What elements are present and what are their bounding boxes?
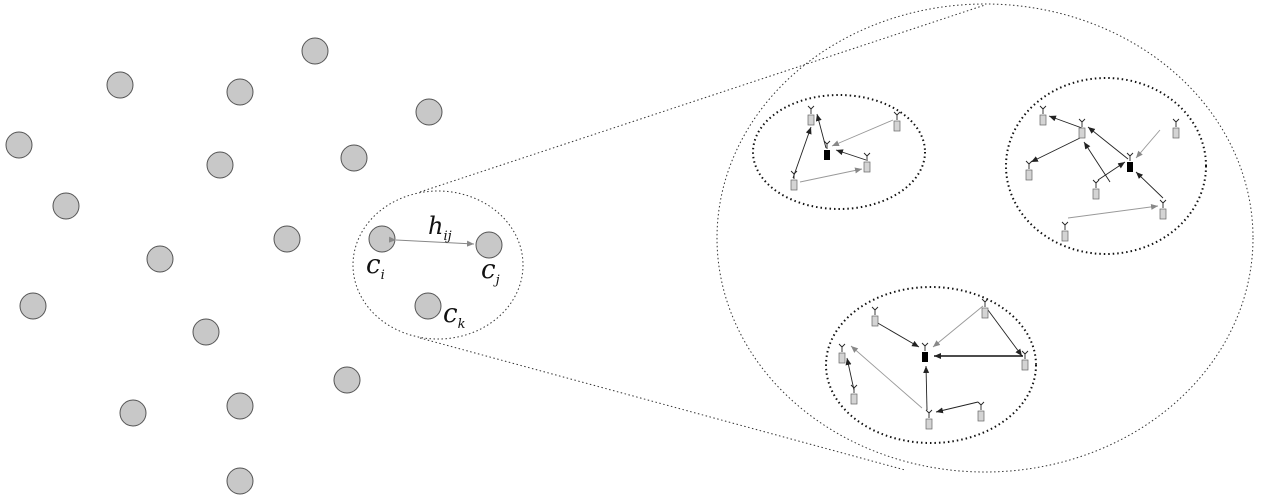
link [923, 365, 930, 411]
link [1067, 203, 1159, 219]
link [792, 126, 812, 179]
node-light [893, 111, 901, 132]
node-light [1078, 118, 1086, 139]
cluster-node [5, 131, 33, 159]
cluster-node [106, 71, 134, 99]
link [1135, 129, 1161, 159]
label-cj: cj [481, 255, 500, 288]
link [935, 401, 979, 414]
link-hij [388, 236, 475, 247]
link [1083, 141, 1111, 183]
zoom-ellipse-large [716, 3, 1254, 473]
link [1048, 115, 1083, 129]
cluster-node [206, 151, 234, 179]
cluster-node [333, 366, 361, 394]
cluster-node [415, 98, 443, 126]
label-ci: ci [366, 250, 385, 283]
node-light [981, 298, 989, 319]
label-hij: hij [428, 212, 452, 244]
link [799, 167, 863, 183]
node-light [1159, 199, 1167, 220]
node-light [871, 306, 879, 327]
link [815, 113, 827, 149]
cluster-node [192, 318, 220, 346]
cluster-node [119, 399, 147, 427]
link [1030, 137, 1081, 163]
node-light [850, 384, 858, 405]
cluster-node [146, 245, 174, 273]
subcluster-ellipse [1005, 77, 1207, 255]
subcluster-top-left [752, 94, 926, 210]
zoom-ellipse-small [352, 190, 524, 340]
link [932, 305, 984, 348]
node-light [838, 343, 846, 364]
subcluster-bottom [825, 286, 1037, 444]
cluster-node [52, 192, 80, 220]
cluster-field [5, 37, 443, 495]
node-light [807, 105, 815, 126]
node-light [1039, 105, 1047, 126]
subcluster-ellipse [825, 286, 1037, 444]
cluster-ci [368, 225, 396, 253]
cluster-node [226, 467, 254, 495]
node-light [1025, 160, 1033, 181]
link [845, 357, 855, 391]
node-light [925, 409, 933, 430]
subcluster-top-right [1005, 77, 1207, 255]
link [987, 309, 1023, 357]
node-light [1061, 221, 1069, 242]
node-light [1092, 179, 1100, 200]
link [1087, 126, 1129, 160]
cluster-ck [414, 292, 442, 320]
node-head [921, 342, 929, 362]
node-light [1172, 118, 1180, 139]
zoom-group-small: hij ci cj ck [352, 190, 524, 340]
cluster-node [301, 37, 329, 65]
cluster-node [273, 225, 301, 253]
link [1097, 161, 1126, 181]
cluster-node [226, 78, 254, 106]
subcluster-ellipse [752, 94, 926, 210]
projection-line-top [419, 4, 986, 193]
link [835, 149, 867, 161]
cluster-cj [475, 231, 503, 259]
projection-line-bottom [419, 337, 906, 471]
node-light [863, 152, 871, 173]
cluster-node [226, 392, 254, 420]
label-ck: ck [443, 299, 466, 332]
node-light [977, 401, 985, 422]
cluster-node [340, 144, 368, 172]
cluster-node [19, 292, 47, 320]
node-light [790, 170, 798, 191]
node-light [1021, 350, 1029, 371]
node-head [1126, 152, 1134, 172]
node-head [823, 140, 831, 160]
link [875, 321, 920, 348]
link [850, 345, 923, 409]
link [831, 119, 894, 147]
link [1135, 171, 1164, 199]
